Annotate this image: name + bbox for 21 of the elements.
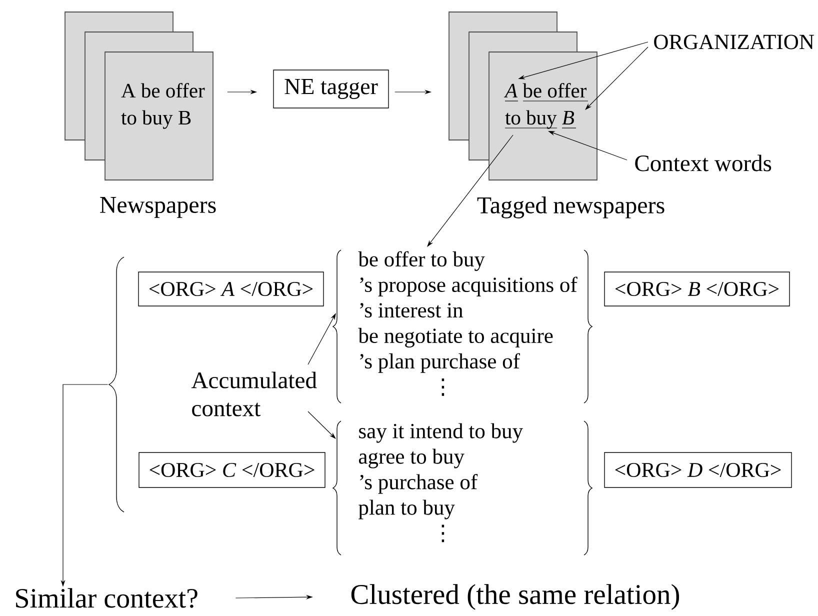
newspaper-stack: A be offer to buy B [64,12,214,180]
annotation: Context words [635,154,772,172]
tag-box: NE tagger [273,70,389,108]
node-label: B [562,111,574,124]
context-list: be offer to buy ’s propose acquisitions of ’s interest in be negotiate to acquire ’s plan purchase of ⋮ [332,250,592,404]
node-label: Tagged newspapers [477,196,664,218]
tag-box: <ORG> D </ORG> [604,452,792,488]
annotation: Clustered (the same relation) [351,584,679,610]
tag-box: <ORG> C </ORG> [138,452,326,488]
annotation: Accumulated context [191,372,317,416]
arrow [427,134,514,247]
annotation: ORGANIZATION [654,34,814,50]
leader-line [585,46,648,110]
context-list: say it intend to buy agree to buy ’s purchase of plan to buy ⋮ [332,420,592,556]
brace [108,256,124,512]
annotation: Similar context? [16,588,198,608]
arrow [308,411,336,439]
tag-box: <ORG> A </ORG> [138,272,324,306]
node-label: Newspapers [100,197,216,218]
tag-box: <ORG> B </ORG> [604,272,790,306]
newspaper-stack: A be offer to buy B [448,12,598,180]
